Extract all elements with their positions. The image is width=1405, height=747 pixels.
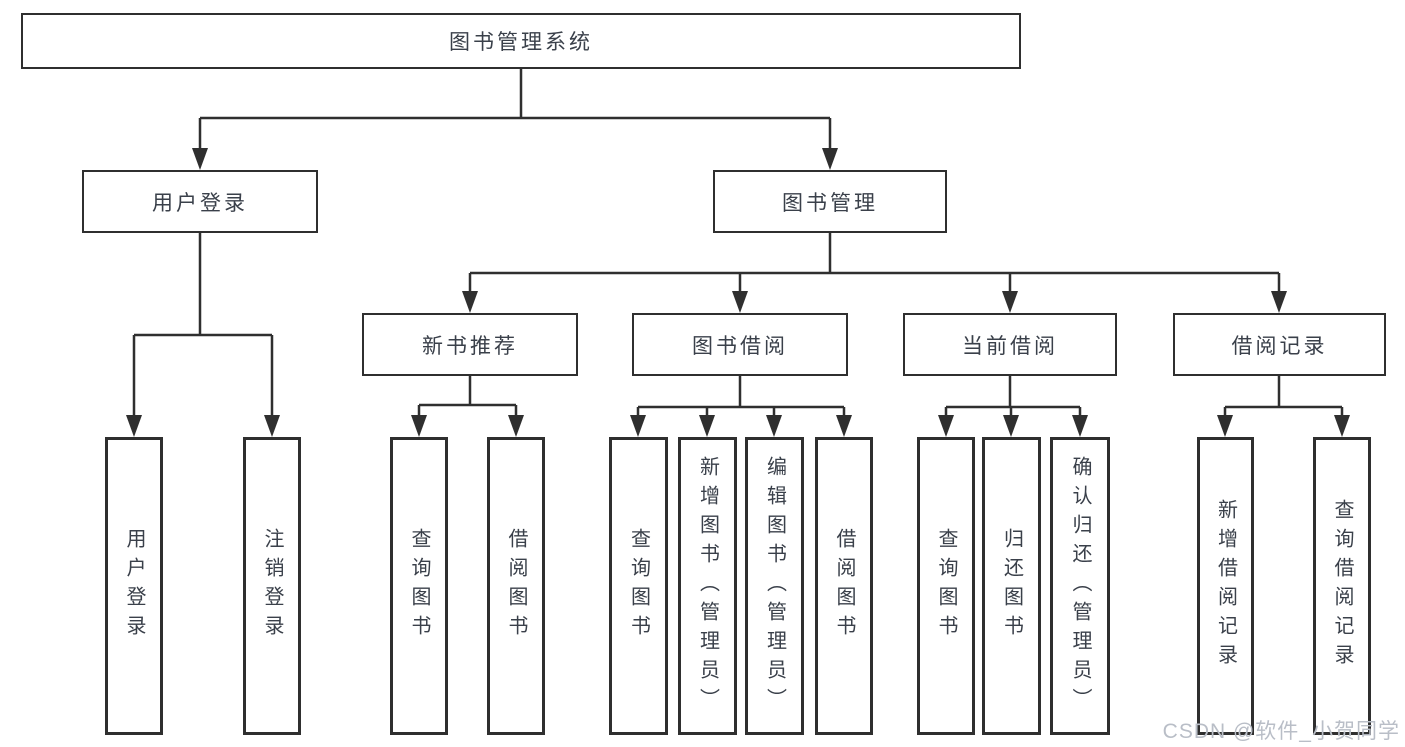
leaf-logout-login: 注销登录: [243, 437, 301, 735]
leaf-borrow-books-recommend: 借阅图书: [487, 437, 545, 735]
node-new-book-recommend: 新书推荐: [362, 313, 578, 376]
node-root: 图书管理系统: [21, 13, 1021, 69]
arrowheads: [126, 148, 1350, 437]
leaf-search-books-current: 查询图书: [917, 437, 975, 735]
leaf-return-books: 归还图书: [982, 437, 1041, 735]
leaf-search-books-recommend: 查询图书: [390, 437, 448, 735]
watermark: CSDN @软件_小贺同学: [1162, 720, 1400, 743]
leaf-user-login: 用户登录: [105, 437, 163, 735]
leaf-borrow-books-borrowing: 借阅图书: [815, 437, 873, 735]
leaf-add-books-admin: 新增图书（管理员）: [678, 437, 737, 735]
leaf-edit-books-admin: 编辑图书（管理员）: [745, 437, 804, 735]
node-user-login: 用户登录: [82, 170, 318, 233]
leaf-search-books-borrowing: 查询图书: [609, 437, 668, 735]
leaf-search-borrow-record: 查询借阅记录: [1313, 437, 1371, 735]
node-book-borrowing: 图书借阅: [632, 313, 848, 376]
node-current-borrowing: 当前借阅: [903, 313, 1117, 376]
node-borrowing-records: 借阅记录: [1173, 313, 1386, 376]
leaf-confirm-return-admin: 确认归还（管理员）: [1050, 437, 1110, 735]
leaf-add-borrow-record: 新增借阅记录: [1197, 437, 1254, 735]
node-book-management: 图书管理: [713, 170, 947, 233]
